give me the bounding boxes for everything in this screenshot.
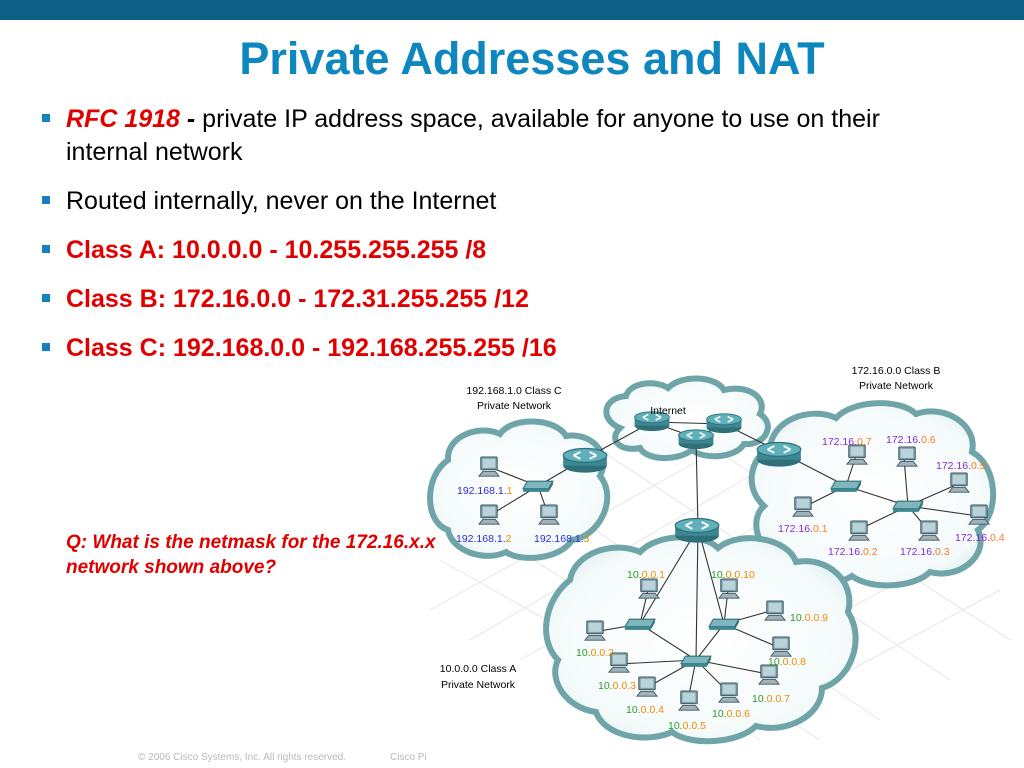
host-label: 10.0.0.5 bbox=[668, 720, 706, 732]
footer-right: Cisco Pi bbox=[390, 752, 427, 763]
pc-icon bbox=[584, 620, 606, 641]
switch-icon bbox=[522, 480, 554, 493]
switch-icon bbox=[680, 655, 712, 668]
host-label: 172.16.0.7 bbox=[822, 436, 872, 448]
class-b-host-labels: 172.16.0.1 172.16.0.2 172.16.0.3 172.16.… bbox=[778, 434, 1005, 558]
host-label: 10.0.0.6 bbox=[712, 708, 750, 720]
switch-icon bbox=[892, 500, 924, 513]
bullet-class-a: Class A: 10.0.0.0 - 10.255.255.255 /8 bbox=[40, 234, 960, 267]
pc-icon bbox=[792, 496, 814, 517]
host-label: 10.0.0.4 bbox=[626, 704, 664, 716]
slide-title: Private Addresses and NAT bbox=[239, 33, 825, 84]
host-label: 10.0.0.9 bbox=[790, 612, 828, 624]
rfc-label: RFC 1918 bbox=[66, 105, 180, 133]
host-label: 172.16.0.4 bbox=[955, 532, 1005, 544]
host-label: 10.0.0.2 bbox=[576, 647, 614, 659]
class-a-title: 10.0.0.0 Class A bbox=[440, 663, 516, 675]
pc-icon bbox=[636, 676, 658, 697]
rfc-dash: - bbox=[186, 105, 196, 133]
bullet-text: Class A: 10.0.0.0 - 10.255.255.255 /8 bbox=[66, 236, 487, 264]
top-bar bbox=[0, 0, 1024, 20]
class-b-title: 172.16.0.0 Class B bbox=[852, 365, 941, 377]
switch-icon bbox=[708, 618, 740, 631]
bullet-marker bbox=[42, 245, 50, 253]
pc-icon bbox=[848, 520, 870, 541]
host-label: 10.0.0.1 bbox=[627, 569, 665, 581]
class-b-subtitle: Private Network bbox=[859, 380, 934, 392]
router-icon bbox=[756, 441, 802, 468]
bullet-text: Class B: 172.16.0.0 - 172.31.255.255 /12 bbox=[66, 285, 529, 313]
pc-icon bbox=[770, 636, 792, 657]
pc-icon bbox=[948, 472, 970, 493]
footer-copyright: © 2006 Cisco Systems, Inc. All rights re… bbox=[138, 752, 347, 763]
bullet-rfc1918: RFC 1918 - private IP address space, ava… bbox=[40, 103, 960, 169]
bullet-class-b: Class B: 172.16.0.0 - 172.31.255.255 /12 bbox=[40, 283, 960, 316]
bullet-text: Class C: 192.168.0.0 - 192.168.255.255 /… bbox=[66, 334, 557, 362]
pc-icon bbox=[678, 690, 700, 711]
host-label: 192.168.1.1 bbox=[457, 485, 513, 497]
router-icon bbox=[674, 517, 720, 544]
bullet-text: Routed internally, never on the Internet bbox=[66, 187, 497, 215]
cloud-internet bbox=[603, 375, 771, 461]
host-label: 172.16.0.1 bbox=[778, 523, 828, 535]
bullet-list: RFC 1918 - private IP address space, ava… bbox=[40, 103, 960, 381]
host-label: 10.0.0.7 bbox=[752, 693, 790, 705]
host-label: 192.168.1.3 bbox=[534, 533, 590, 545]
host-label: 10.0.0.10 bbox=[711, 569, 755, 581]
pc-icon bbox=[918, 520, 940, 541]
class-c-host-labels: 192.168.1.1 192.168.1.2 192.168.1.3 bbox=[456, 485, 590, 545]
pc-icon bbox=[718, 578, 740, 599]
host-label: 10.0.0.3 bbox=[598, 680, 636, 692]
class-c-subtitle: Private Network bbox=[477, 400, 552, 412]
bullet-marker bbox=[42, 343, 50, 351]
host-label: 172.16.0.2 bbox=[828, 546, 878, 558]
host-label: 172.16.0.5 bbox=[936, 460, 986, 472]
internet-label: Internet bbox=[650, 405, 686, 417]
pc-icon bbox=[718, 682, 740, 703]
bullet-class-c: Class C: 192.168.0.0 - 192.168.255.255 /… bbox=[40, 332, 960, 365]
pc-icon bbox=[764, 600, 786, 621]
switch-icon bbox=[624, 618, 656, 631]
bullet-marker bbox=[42, 114, 50, 122]
class-a-subtitle: Private Network bbox=[441, 679, 516, 691]
rfc-text: private IP address space, available for … bbox=[66, 105, 880, 166]
bullet-marker bbox=[42, 294, 50, 302]
question-text: Q: What is the netmask for the 172.16.x.… bbox=[66, 532, 436, 578]
pc-icon bbox=[478, 504, 500, 525]
pc-icon bbox=[538, 504, 560, 525]
class-a-host-labels: 10.0.0.1 10.0.0.2 10.0.0.3 10.0.0.4 10.0… bbox=[576, 569, 828, 732]
bullet-marker bbox=[42, 196, 50, 204]
host-label: 10.0.0.8 bbox=[768, 656, 806, 668]
bullet-routed: Routed internally, never on the Internet bbox=[40, 185, 960, 218]
pc-icon bbox=[896, 446, 918, 467]
router-icon bbox=[562, 447, 608, 474]
pc-icon bbox=[478, 456, 500, 477]
router-icon bbox=[705, 413, 743, 434]
router-icon bbox=[677, 429, 715, 450]
class-c-title: 192.168.1.0 Class C bbox=[466, 385, 562, 397]
host-label: 172.16.0.3 bbox=[900, 546, 950, 558]
pc-icon bbox=[968, 504, 990, 525]
switch-icon bbox=[830, 480, 862, 493]
host-label: 192.168.1.2 bbox=[456, 533, 512, 545]
pc-icon bbox=[638, 578, 660, 599]
host-label: 172.16.0.6 bbox=[886, 434, 936, 446]
